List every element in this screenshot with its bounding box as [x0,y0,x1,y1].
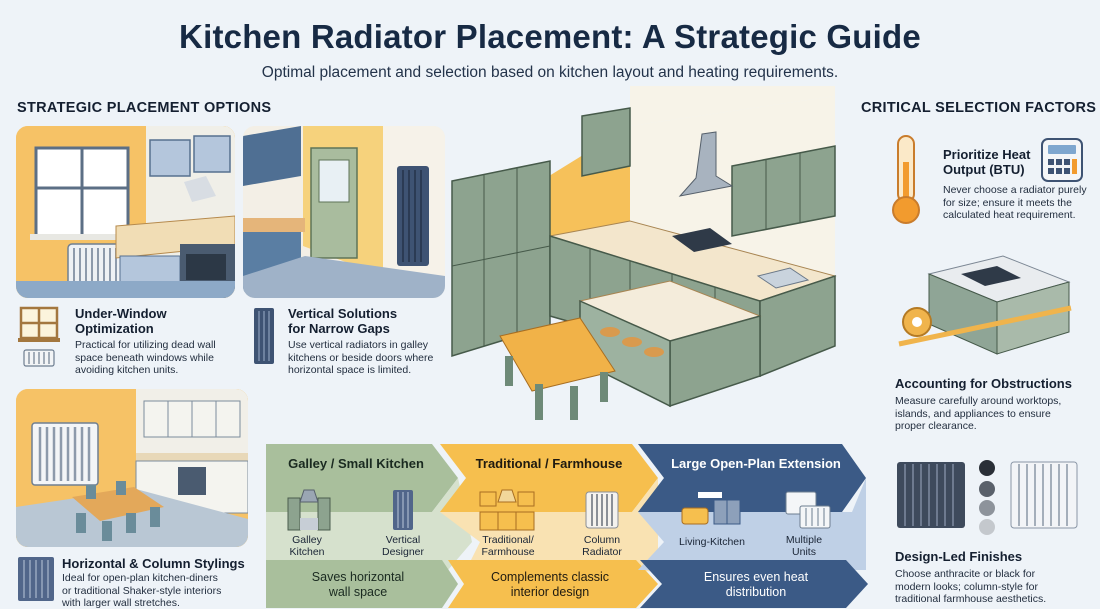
item-desc-line: or traditional Shaker-style interiors [62,584,222,597]
calculator-icon [1041,138,1083,187]
item-desc-line: Use vertical radiators in galley [288,339,429,351]
band-label-line: Designer [381,546,425,558]
band-label-line: Units [792,546,816,558]
item-description: Use vertical radiators in galley kitchen… [288,339,433,377]
band-label-line: Kitchen [289,546,325,558]
band-label-line: Galley [292,534,322,546]
band-footer-line: distribution [725,585,787,599]
item-title: Accounting for Obstructions [895,376,1072,391]
item-title: Vertical Solutions for Narrow Gaps [288,306,397,336]
right-section-heading: CRITICAL SELECTION FACTORS [861,100,1097,116]
band-footer-line: interior design [510,585,590,599]
band-footer-line: Ensures even heat [703,570,809,584]
item-desc-line: traditional farmhouse aesthetics. [895,593,1047,605]
item-desc-line: calculated heat requirement. [943,209,1076,221]
item-desc-line: islands, and appliances to ensure [895,407,1051,420]
item-description: Choose anthracite or black for modern lo… [895,568,1046,606]
item-desc-line: with larger wall stretches. [62,597,180,609]
band-footer-line: Complements classic [490,570,610,584]
item-desc-line: space beneath windows while [75,351,214,364]
item-title: Design-Led Finishes [895,549,1022,564]
item-title-line: Prioritize Heat [943,147,1031,162]
item-description: Measure carefully around worktops, islan… [895,395,1061,433]
item-desc-line: Choose anthracite or black for [895,568,1036,580]
horizontal-radiator-icon [16,555,56,609]
band-label-line: Vertical [385,534,421,546]
item-description: Never choose a radiator purely for size;… [943,184,1087,222]
traditional-farmhouse-icon [478,488,536,537]
band-label-line: Traditional/ [482,534,534,546]
thermometer-icon [886,134,926,231]
finishes-illustration [893,456,1083,543]
item-title-line: Optimization [75,321,154,336]
item-title: Prioritize Heat Output (BTU) [943,147,1030,177]
vertical-narrow-illustration [243,126,445,298]
band-label-line: Multiple [785,534,823,546]
item-desc-line: horizontal space is limited. [288,364,412,376]
layout-comparison-bands: Galley / Small Kitchen Traditional / Far… [262,442,877,609]
band-label-line: Radiator [582,546,622,558]
item-desc-line: avoiding kitchen units. [75,364,179,376]
item-title-line: Accounting for Obstructions [895,376,1072,391]
window-icon [16,306,62,373]
band-label-line: Living-Kitchen [679,536,745,548]
vertical-radiator-icon [252,306,276,373]
item-desc-line: Never choose a radiator purely [943,184,1087,196]
isometric-kitchen-illustration [440,66,865,436]
band-footer-line: Saves horizontal [311,570,405,584]
item-title-line: Design-Led Finishes [895,549,1023,564]
item-title: Under-Window Optimization [75,306,167,336]
band-title-open-plan: Large Open-Plan Extension [671,456,841,471]
item-title-line: for Narrow Gaps [288,321,390,336]
island-measure-illustration [893,244,1083,381]
item-desc-line: kitchens or beside doors where [288,351,434,364]
item-title-line: Output (BTU) [943,162,1025,177]
item-desc-line: Practical for utilizing dead wall [75,339,216,351]
item-description: Practical for utilizing dead wall space … [75,339,216,377]
item-desc-line: for size; ensure it meets the [943,196,1072,209]
under-window-illustration [16,126,235,298]
multiple-units-icon [784,488,834,537]
band-label-line: Column [583,534,621,546]
living-kitchen-icon [680,490,742,535]
band-label-line: Farmhouse [481,546,535,558]
open-plan-illustration [16,389,248,547]
item-desc-line: Measure carefully around worktops, [895,395,1062,407]
band-title-traditional: Traditional / Farmhouse [475,456,623,471]
item-desc-line: modern looks; column-style for [895,580,1038,593]
page-title: Kitchen Radiator Placement: A Strategic … [179,18,921,55]
left-section-heading: STRATEGIC PLACEMENT OPTIONS [17,100,272,116]
column-radiator-icon [584,488,620,537]
galley-kitchen-icon [286,488,332,537]
item-title: Horizontal & Column Stylings [62,556,245,571]
band-title-galley: Galley / Small Kitchen [288,456,424,471]
band-label: Living-Kitchen [672,536,752,548]
item-title-line: Under-Window [75,306,167,321]
band-label: Traditional/Farmhouse [470,534,546,558]
item-description: Ideal for open-plan kitchen-diners or tr… [62,572,221,609]
band-footer-line: wall space [328,585,388,599]
page-subtitle: Optimal placement and selection based on… [261,64,839,81]
item-title-line: Vertical Solutions [288,306,398,321]
item-title-line: Horizontal & Column Stylings [62,556,245,571]
item-desc-line: proper clearance. [895,420,977,432]
vertical-designer-icon [390,488,416,537]
swatch-black [979,460,995,476]
item-desc-line: Ideal for open-plan kitchen-diners [62,572,218,584]
